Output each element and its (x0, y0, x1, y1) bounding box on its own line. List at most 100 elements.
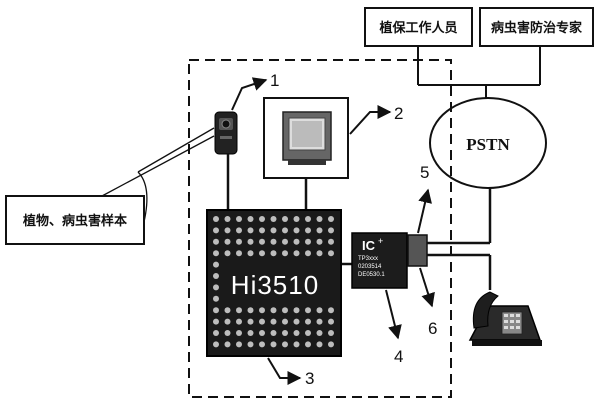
processor-pin (316, 307, 323, 314)
processor-pin (293, 341, 300, 348)
processor-pin (247, 250, 254, 257)
processor-pin (247, 227, 254, 234)
ic-brand: IC (362, 238, 376, 253)
processor-pin (259, 227, 265, 234)
callout-1: 1 (270, 71, 279, 90)
processor-pin (270, 341, 277, 348)
processor-pin (224, 227, 231, 234)
processor-pin (293, 238, 300, 245)
processor-pin (224, 250, 231, 257)
callout-3-arrow (267, 357, 302, 385)
processor-pin (270, 330, 277, 336)
processor-pin (247, 307, 254, 314)
pstn-network: PSTN (429, 97, 547, 189)
processor-pin (247, 341, 254, 348)
pest-expert-label: 病虫害防治专家 (491, 20, 583, 36)
processor-pin (213, 284, 219, 291)
processor-pin (224, 330, 231, 336)
processor-pin (328, 250, 334, 257)
processor-pin (293, 330, 300, 336)
processor-pin (270, 238, 277, 245)
processor-pin (282, 227, 288, 234)
processor-pin (305, 330, 311, 336)
ic-line-1: TP3xxx (358, 256, 378, 262)
processor-label: Hi3510 (231, 270, 319, 300)
processor-pin (305, 250, 311, 257)
processor-pin (213, 341, 219, 348)
processor-pin (236, 307, 242, 314)
device-boundary (188, 59, 452, 398)
processor-pin (259, 330, 265, 336)
processor-pin (305, 307, 311, 314)
processor-pin (247, 238, 254, 245)
processor-pin (224, 341, 231, 348)
processor-pin (236, 341, 242, 348)
processor-pin (316, 330, 323, 336)
processor-pin (236, 238, 242, 245)
processor-pin (328, 238, 334, 245)
processor-pin (270, 250, 277, 257)
processor-pin (259, 238, 265, 245)
processor-pin (236, 216, 242, 222)
camera-view-cone (101, 127, 215, 223)
ic-line-3: DE0530.1 (358, 272, 385, 278)
callout-3: 3 (305, 369, 314, 388)
pstn-label: PSTN (466, 135, 510, 154)
callout-4-arrow (385, 289, 402, 340)
camera-icon (214, 111, 238, 155)
processor-pin (305, 341, 311, 348)
processor-pin (328, 330, 334, 336)
callout-2: 2 (394, 104, 403, 123)
processor-pin (316, 238, 323, 245)
processor-pin (236, 250, 242, 257)
processor-pin (213, 261, 219, 268)
processor-pin (247, 330, 254, 336)
interface-chip: IC + TP3xxx 0203514 DE0530.1 (351, 232, 408, 289)
processor-pin (259, 216, 265, 222)
processor-pin (328, 227, 334, 234)
processor-pin (293, 216, 300, 222)
processor-pin (213, 318, 219, 325)
processor-pin (328, 216, 334, 222)
telephone-icon (468, 291, 542, 346)
processor-pin (270, 318, 277, 325)
processor-pin (282, 341, 288, 348)
callout-5: 5 (420, 163, 429, 182)
line-connectors (427, 188, 492, 290)
processor-pin (305, 318, 311, 325)
callout-1-arrow (231, 77, 268, 111)
monitor-icon (263, 97, 349, 179)
processor-pin (305, 238, 311, 245)
processor-pin (224, 216, 231, 222)
processor-pin (282, 318, 288, 325)
processor-pin (247, 216, 254, 222)
processor-pin (213, 330, 219, 336)
processor-pin (224, 238, 231, 245)
callout-5-arrow (417, 188, 432, 234)
processor-pin (224, 307, 231, 314)
processor-pin (282, 307, 288, 314)
processor-pin (282, 330, 288, 336)
processor-pin (213, 250, 219, 257)
processor-pin (293, 307, 300, 314)
processor-pin (259, 341, 265, 348)
processor-pin (213, 216, 219, 222)
processor-pin (305, 227, 311, 234)
processor-pin (259, 250, 265, 257)
processor-pin (305, 216, 311, 222)
processor-pin (282, 250, 288, 257)
processor-pin (224, 318, 231, 325)
processor-pin (316, 216, 323, 222)
processor-pin (213, 227, 219, 234)
processor-pin (293, 250, 300, 257)
processor-pin (259, 307, 265, 314)
processor-pin (213, 238, 219, 245)
processor-pin (328, 307, 334, 314)
processor-pin (213, 307, 219, 314)
processor-pin (270, 307, 277, 314)
processor-pin (213, 295, 219, 302)
phone-interface-module (407, 234, 428, 267)
processor-pin (293, 227, 300, 234)
hi3510-processor-chip: Hi3510 (206, 209, 342, 357)
